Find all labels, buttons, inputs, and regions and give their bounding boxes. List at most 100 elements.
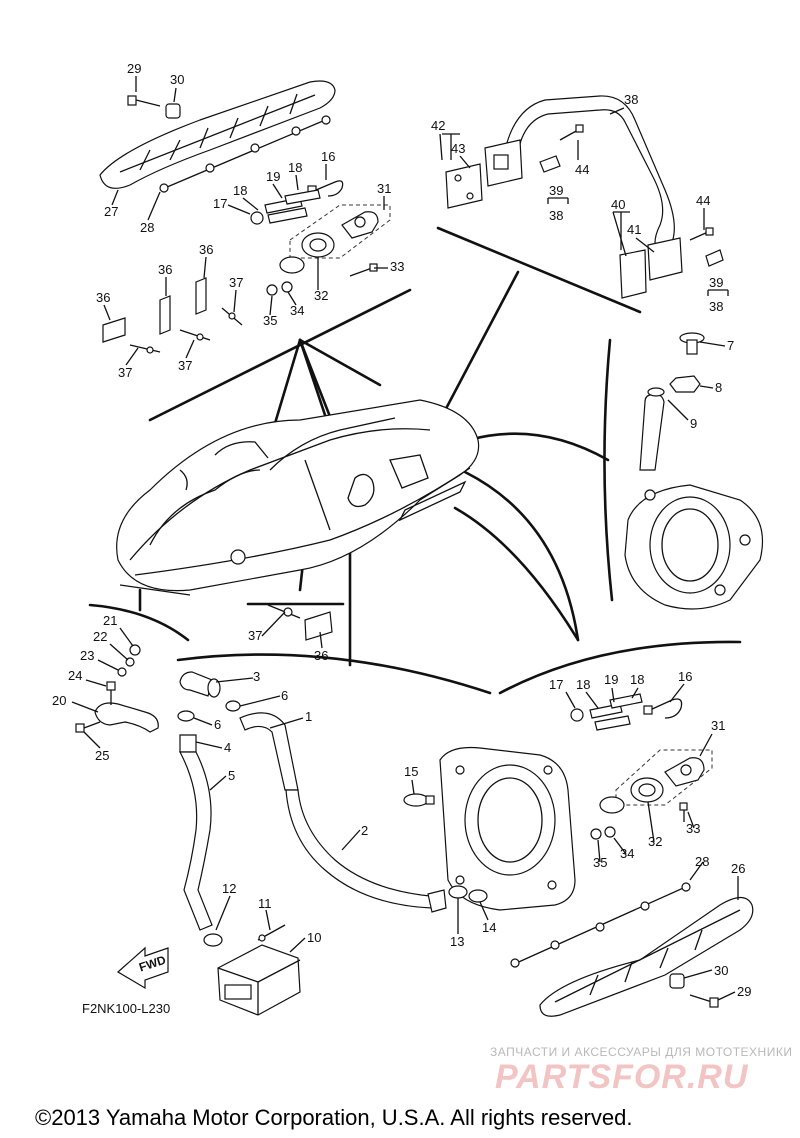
callout: 29	[737, 984, 751, 999]
watermark-subtitle: ЗАПЧАСТИ И АКСЕССУАРЫ ДЛЯ МОТОТЕХНИКИ	[490, 1045, 792, 1059]
transom-plate	[439, 746, 576, 911]
clip-36c	[195, 277, 207, 315]
callout: 38	[624, 92, 638, 107]
callout: 16	[678, 669, 692, 684]
callout: 41	[627, 222, 641, 237]
callout: 4	[224, 740, 231, 755]
collar-30a	[165, 103, 181, 119]
bolt-29b	[689, 994, 719, 1008]
callout: 36	[158, 262, 172, 277]
drain-housing-32a	[279, 232, 335, 274]
callouts: 29 30 27 28 16 18 19 18 17 31 33 32 34 3…	[52, 61, 751, 999]
bracket-28b	[510, 882, 691, 968]
rivet-37d	[267, 604, 301, 619]
clamp-13	[448, 885, 468, 899]
callout: 18	[630, 672, 644, 687]
callout: 44	[575, 162, 589, 177]
watercraft-hull	[116, 399, 480, 596]
collar-30b	[669, 973, 685, 989]
plate-42	[445, 163, 483, 209]
callout: 16	[321, 149, 335, 164]
callout: 34	[290, 303, 304, 318]
callout: 38	[709, 299, 723, 314]
callout: 9	[690, 416, 697, 431]
callout: 31	[377, 181, 391, 196]
pin-39b	[705, 249, 724, 267]
bracket-41	[647, 237, 683, 281]
callout: 39	[709, 275, 723, 290]
callout: 21	[103, 613, 117, 628]
clamp-15	[403, 793, 435, 807]
callout: 35	[593, 855, 607, 870]
hose-2	[285, 789, 447, 913]
callout: 28	[695, 854, 709, 869]
callout: 36	[199, 242, 213, 257]
callout: 13	[450, 934, 464, 949]
callout: 14	[482, 920, 496, 935]
group-bracket-left-low	[88, 603, 190, 642]
callout: 23	[80, 648, 94, 663]
callout: 6	[214, 717, 221, 732]
water-box-10	[217, 944, 301, 1016]
callout: 27	[104, 204, 118, 219]
callout: 40	[611, 197, 625, 212]
callout: 37	[118, 365, 132, 380]
callout: 19	[604, 672, 618, 687]
bracket-line-40	[613, 211, 630, 250]
rivet-11	[257, 924, 286, 942]
clamp-14	[468, 889, 488, 903]
pump-housing	[624, 484, 764, 610]
washer-34a	[281, 281, 293, 293]
pin-39a	[539, 155, 561, 173]
bracket-line-39b	[707, 289, 729, 296]
callout: 10	[307, 930, 321, 945]
callout: 19	[266, 169, 280, 184]
callout: 24	[68, 668, 82, 683]
callout: 35	[263, 313, 277, 328]
nut-17b	[570, 708, 584, 722]
bracket-43	[484, 139, 523, 187]
washer-34b	[604, 826, 616, 838]
callout: 15	[404, 764, 418, 779]
callout: 36	[96, 290, 110, 305]
group-bracket-top-right	[436, 226, 642, 314]
callout: 22	[93, 629, 107, 644]
grab-handle-26	[539, 896, 754, 1017]
callout-leaders	[71, 76, 739, 1001]
bracket-20	[94, 702, 159, 733]
callout: 1	[305, 709, 312, 724]
callout: 37	[248, 628, 262, 643]
group-bracket-top-left	[148, 288, 412, 422]
bracket-28a	[159, 115, 331, 193]
hose-9	[639, 387, 665, 471]
rivet-37c	[221, 307, 243, 326]
group-bracket-right-low	[498, 640, 742, 695]
callout: 31	[711, 718, 725, 733]
elbow-3	[179, 671, 221, 698]
callout: 33	[390, 259, 404, 274]
fwd-arrow-icon: FWD	[116, 946, 169, 990]
callout: 8	[715, 380, 722, 395]
callout: 11	[258, 896, 272, 911]
plate-40	[619, 249, 647, 299]
callout: 20	[52, 693, 66, 708]
nut-35a	[266, 284, 278, 296]
nut-8	[669, 375, 701, 393]
callout: 25	[95, 748, 109, 763]
group-bracket-right	[603, 338, 614, 602]
hose-5	[179, 751, 213, 931]
rivet-37a	[129, 344, 161, 354]
callout: 5	[228, 768, 235, 783]
callout: 30	[170, 72, 184, 87]
callout: 39	[549, 183, 563, 198]
callout: 37	[229, 275, 243, 290]
callout: 44	[696, 193, 710, 208]
clip-36b	[159, 295, 171, 335]
group-bracket-main	[176, 653, 492, 695]
plates-18-19b	[589, 693, 643, 731]
bolt-44b	[689, 227, 714, 241]
callout: 18	[233, 183, 247, 198]
drain-housing-32b	[599, 777, 664, 814]
callout: 32	[314, 288, 328, 303]
callout: 38	[549, 208, 563, 223]
